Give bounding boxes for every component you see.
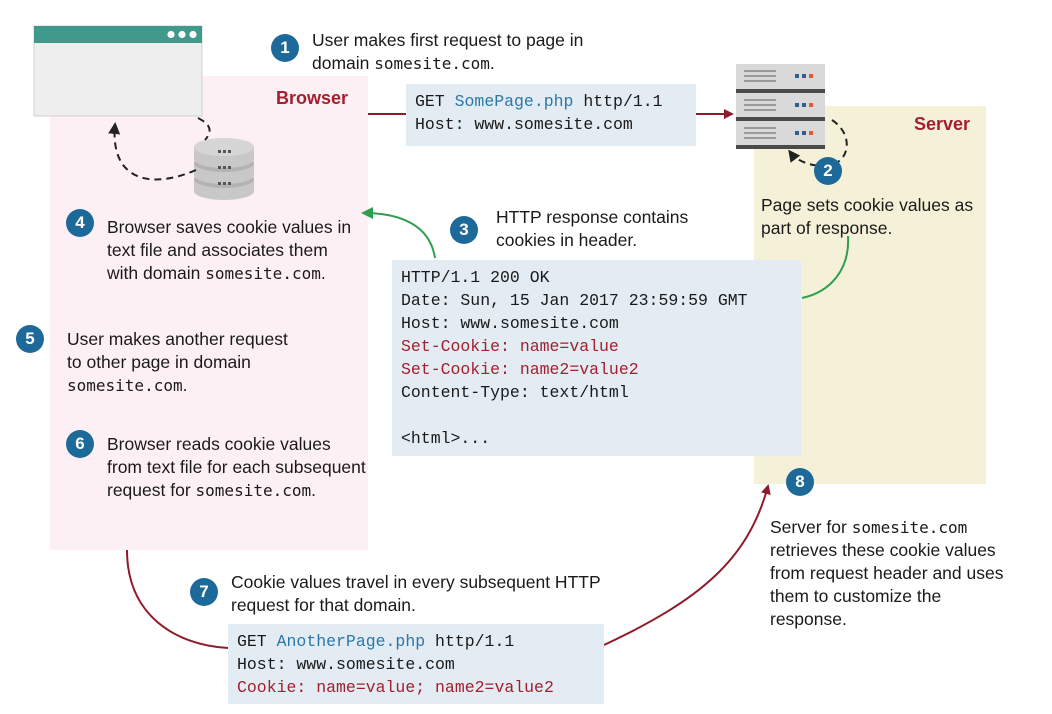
response-arrow-to-browser: [361, 207, 436, 259]
database-icon: [194, 138, 254, 200]
request1-protocol: http/1.1: [573, 92, 663, 111]
step-1-caption: User makes first request to page in doma…: [312, 30, 584, 73]
response-date: Date: Sun, 15 Jan 2017 23:59:59 GMT: [401, 291, 748, 310]
response-set-cookie-2: Set-Cookie: name2=value2: [401, 360, 639, 379]
request2-host: Host: www.somesite.com: [237, 655, 455, 674]
request1-box: GET SomePage.php http/1.1 Host: www.some…: [406, 84, 696, 146]
step-5-caption: User makes another request to other page…: [67, 329, 288, 395]
response-box: HTTP/1.1 200 OK Date: Sun, 15 Jan 2017 2…: [392, 260, 801, 456]
step-4-caption: Browser saves cookie values in text file…: [107, 217, 352, 283]
request2-page: AnotherPage.php: [276, 632, 426, 651]
step-badge-3: 3: [450, 216, 478, 244]
server-label: Server: [914, 114, 971, 134]
request2-box: GET AnotherPage.php http/1.1 Host: www.s…: [228, 624, 604, 704]
response-body: <html>...: [401, 429, 491, 448]
server-rack-icon: [736, 64, 825, 149]
step-3-caption: HTTP response contains cookies in header…: [496, 207, 689, 250]
request1-host: Host: www.somesite.com: [415, 115, 633, 134]
request2-arrow-to-server: [603, 484, 771, 646]
step-badge-7: 7: [190, 578, 218, 606]
request2-arrow-from-browser: [126, 549, 229, 649]
step-7-caption: Cookie values travel in every subsequent…: [231, 572, 601, 615]
request2-method: GET: [237, 632, 277, 651]
browser-label: Browser: [276, 88, 349, 108]
step-2-caption: Page sets cookie values as part of respo…: [761, 195, 974, 238]
step-badge-2: 2: [814, 157, 842, 185]
step-badge-6: 6: [66, 430, 94, 458]
step-8-caption: Server for somesite.com retrieves these …: [770, 517, 1004, 629]
response-host: Host: www.somesite.com: [401, 314, 619, 333]
request1-page: SomePage.php: [454, 92, 574, 111]
step-badge-5: 5: [16, 325, 44, 353]
request1-method: GET: [415, 92, 455, 111]
response-status: HTTP/1.1 200 OK: [401, 268, 550, 287]
step-6-caption: Browser reads cookie values from text fi…: [107, 434, 366, 500]
request2-cookie: Cookie: name=value; name2=value2: [237, 678, 554, 697]
step-badge-8: 8: [786, 468, 814, 496]
browser-window-icon: [33, 25, 203, 117]
step-badge-4: 4: [66, 209, 94, 237]
response-set-cookie-1: Set-Cookie: name=value: [401, 337, 619, 356]
response-content-type: Content-Type: text/html: [401, 383, 629, 402]
save-loop-arrow: [108, 122, 197, 181]
step-badge-1: 1: [271, 34, 299, 62]
request2-protocol: http/1.1: [425, 632, 515, 651]
response-arrow-from-server: [801, 235, 850, 299]
